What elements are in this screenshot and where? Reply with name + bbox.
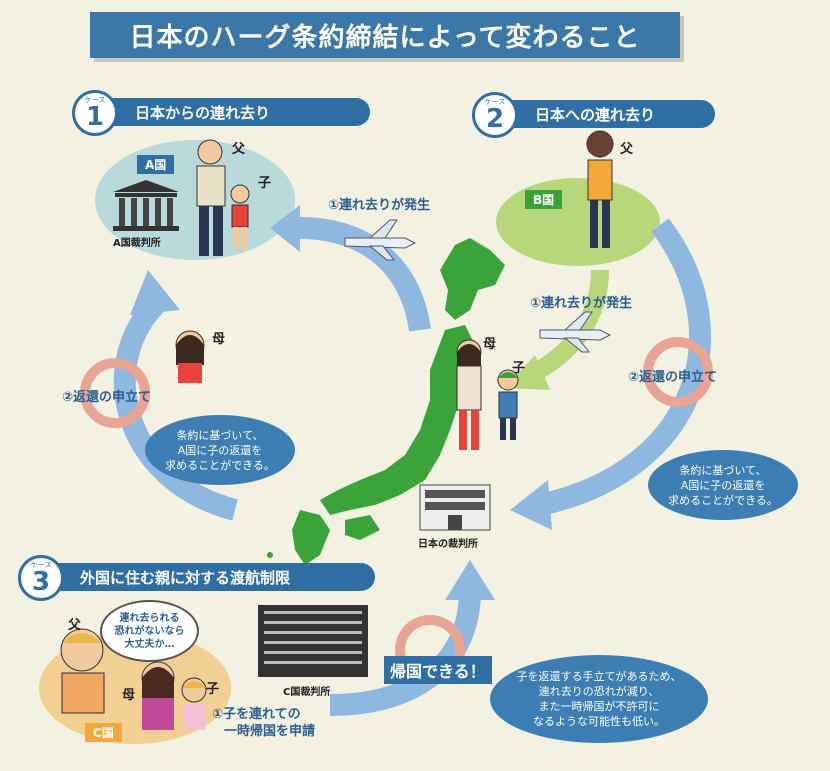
father-figure-b (586, 130, 614, 248)
case3-badge: ケース 3 (18, 555, 64, 601)
case3-prefix: ケース (30, 561, 52, 569)
case2-info-bubble: 条約に基づいて、 A国に子の返還を 求めることができる。 (648, 450, 798, 520)
case1-country-tag: A国 (137, 155, 175, 174)
case3-step1: ①子を連れての 一時帰国を申請 (212, 706, 315, 740)
case3-step1-line2: 一時帰国を申請 (224, 724, 316, 739)
case3-thought-line2: 恐れがないなら (114, 625, 185, 637)
case2-prefix: ケース (484, 98, 506, 106)
case2-country-ellipse (496, 178, 660, 266)
case3-return-label: 帰国できる！ (384, 656, 492, 684)
mother-figure-c (141, 661, 175, 730)
case3-label: 外国に住む親に対する渡航制限 (80, 568, 291, 587)
case1-bubble-line2: A国に子の返還を (177, 443, 263, 457)
japan-map (292, 238, 505, 565)
case2-header: 日本への連れ去り (495, 100, 715, 128)
airplane-icon-1 (344, 219, 417, 261)
case1-label: 日本からの連れ去り (135, 103, 271, 122)
case3-thought-bubble: 連れ去られる 恐れがないなら 大丈夫か… (100, 600, 199, 662)
court-building-icon-c (258, 605, 368, 677)
child-figure-c (181, 677, 207, 730)
case3-bubble-line4: なるような可能性も低い。 (533, 715, 665, 728)
case3-court-label: C国裁判所 (283, 687, 331, 698)
case2-bubble-line2: A国に子の返還を (680, 478, 766, 492)
case3-thought-line1: 連れ去られる (119, 612, 180, 624)
case3-number: 3 (31, 567, 51, 597)
airplane-icon-2 (539, 311, 612, 353)
case3-thought-line3: 大丈夫か… (124, 638, 175, 650)
case2-arrow-return (537, 218, 711, 516)
case2-father-label: 父 (620, 142, 634, 157)
case1-step2: ②返還の申立て (62, 390, 152, 405)
case1-prefix: ケース (84, 96, 106, 104)
case1-info-bubble: 条約に基づいて、 A国に子の返還を 求めることができる。 (145, 415, 295, 485)
case3-info-bubble: 子を返還する手立てがあるため、 連れ去りの恐れが減り、 また一時帰国が不許可に … (490, 655, 708, 743)
case2-arrow-departure (525, 269, 609, 384)
case2-country-tag: B国 (525, 190, 563, 209)
case1-court-label: A国裁判所 (113, 238, 161, 249)
japan-mother-label: 母 (483, 337, 497, 352)
case2-step2: ②返還の申立て (628, 370, 718, 385)
case1-badge: ケース 1 (72, 90, 118, 136)
case2-ring (643, 337, 713, 407)
case1-bubble-line3: 求めることができる。 (165, 458, 275, 472)
case1-number: 1 (85, 102, 105, 132)
case2-badge: ケース 2 (472, 92, 518, 138)
case3-header: 外国に住む親に対する渡航制限 (40, 563, 375, 591)
father-figure-a (196, 139, 226, 256)
case2-step1: ①連れ去りが発生 (530, 296, 633, 311)
case3-father-label: 父 (68, 618, 82, 633)
mother-figure-case1 (175, 330, 205, 383)
case2-bubble-line1: 条約に基づいて、 (679, 463, 767, 477)
court-building-icon-a (113, 180, 179, 231)
case1-ring (80, 358, 150, 428)
case2-number: 2 (485, 104, 505, 134)
case3-step1-line1: ①子を連れての (212, 707, 301, 722)
case3-bubble-line1: 子を返還する手立てがあるため、 (516, 670, 682, 683)
child-figure-a (230, 184, 250, 249)
case3-country-tag: C国 (85, 723, 122, 742)
case3-child-label: 子 (206, 682, 220, 697)
case1-step1: ①連れ去りが発生 (328, 198, 431, 213)
court-building-icon-japan (419, 484, 491, 531)
father-figure-c (60, 628, 105, 714)
case1-mother-label: 母 (212, 332, 226, 347)
case1-header: 日本からの連れ去り (95, 98, 370, 126)
mother-figure-japan (456, 339, 482, 450)
case1-child-label: 子 (258, 176, 272, 191)
case3-mother-label: 母 (122, 688, 136, 703)
case1-father-label: 父 (232, 142, 246, 157)
page-title: 日本のハーグ条約締結によって変わること (90, 12, 680, 58)
case2-bubble-line3: 求めることができる。 (668, 493, 778, 507)
case3-bubble-line3: また一時帰国が不許可に (538, 700, 660, 713)
case1-bubble-line1: 条約に基づいて、 (176, 428, 264, 442)
japan-child-label: 子 (512, 361, 526, 376)
case2-label: 日本への連れ去り (535, 105, 656, 124)
japan-court-label: 日本の裁判所 (418, 539, 478, 550)
case3-bubble-line2: 連れ去りの恐れが減り、 (538, 685, 660, 698)
child-figure-japan (497, 369, 519, 440)
